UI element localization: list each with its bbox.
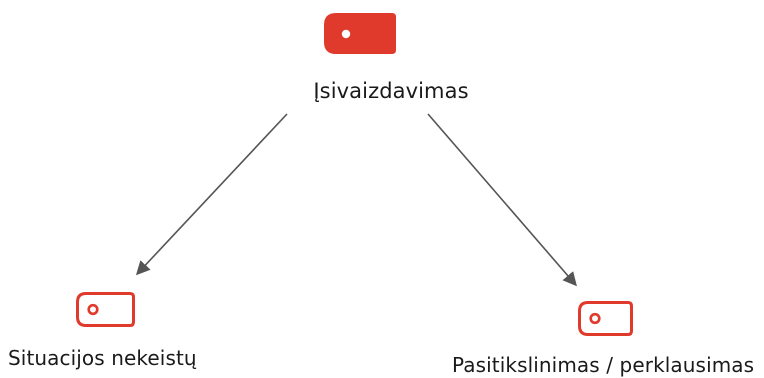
arrow-to-right bbox=[427, 113, 577, 287]
node-label-right: Pasitikslinimas / perklausimas bbox=[452, 353, 755, 377]
arrow-to-left bbox=[135, 113, 288, 276]
tag-outline-icon bbox=[578, 301, 633, 336]
tag-filled-icon bbox=[324, 13, 396, 54]
node-label-top: Įsivaizdavimas bbox=[313, 79, 469, 103]
tag-outline-icon bbox=[76, 292, 135, 327]
node-label-left: Situacijos nekeistų bbox=[8, 346, 197, 370]
